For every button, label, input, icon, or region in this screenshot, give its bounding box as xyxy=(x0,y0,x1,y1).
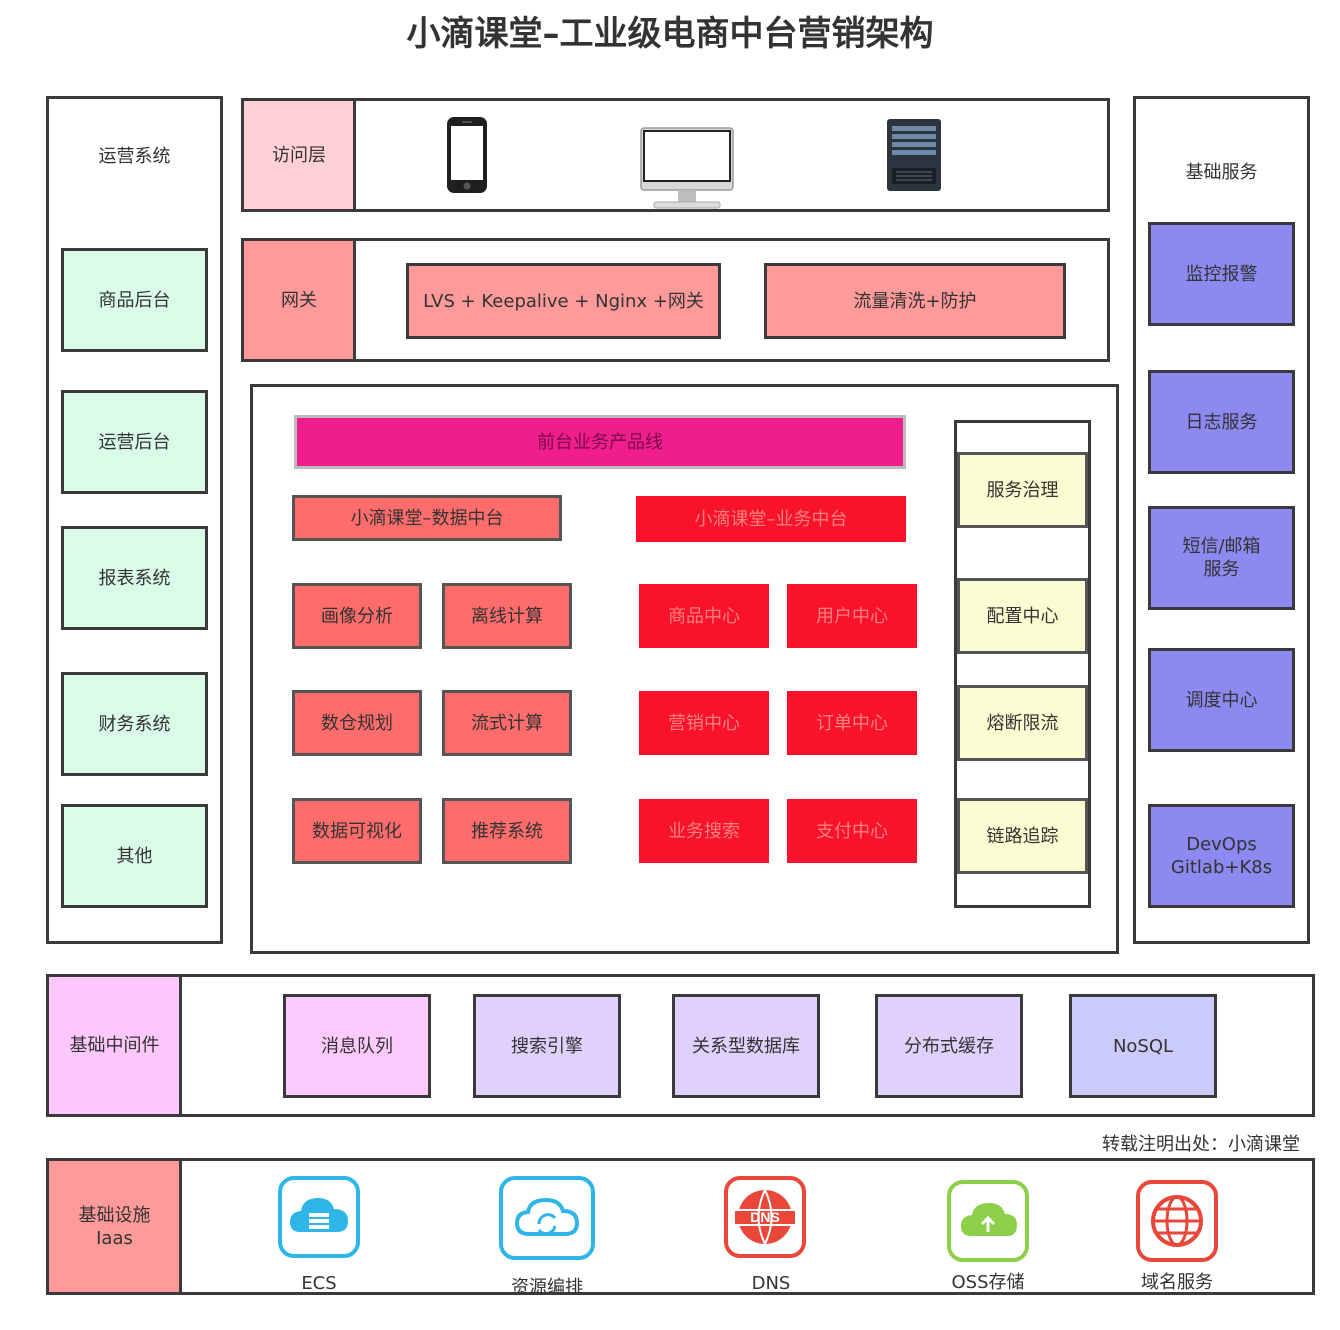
infra-label-oss: OSS存储 xyxy=(951,1272,1025,1293)
svg-text:DNS: DNS xyxy=(750,1209,780,1225)
biz-item-business-search[interactable]: 业务搜索 xyxy=(639,799,769,863)
business-platform-title[interactable]: 小滴课堂–业务中台 xyxy=(636,496,906,542)
ops-item-goods-admin[interactable]: 商品后台 xyxy=(61,248,208,352)
mw-relational-db[interactable]: 关系型数据库 xyxy=(672,994,820,1098)
gateway-lvs-nginx[interactable]: LVS + Keepalive + Nginx +网关 xyxy=(406,263,721,339)
biz-item-order-center[interactable]: 订单中心 xyxy=(787,691,917,755)
phone-icon xyxy=(446,116,488,194)
ops-item-report-system[interactable]: 报表系统 xyxy=(61,526,208,630)
service-logging[interactable]: 日志服务 xyxy=(1148,370,1295,474)
service-sms-email[interactable]: 短信/邮箱 服务 xyxy=(1148,506,1295,610)
reprint-note: 转载注明出处：小滴课堂 xyxy=(1102,1134,1300,1155)
cloud-upload-icon[interactable] xyxy=(947,1180,1029,1262)
server-icon xyxy=(886,118,942,192)
mw-search-engine[interactable]: 搜索引擎 xyxy=(473,994,621,1098)
operations-panel-header: 运营系统 xyxy=(98,145,171,167)
gov-service-governance[interactable]: 服务治理 xyxy=(957,452,1088,528)
infra-label-ecs: ECS xyxy=(301,1273,337,1294)
data-item-stream-compute[interactable]: 流式计算 xyxy=(442,690,572,756)
biz-item-user-center[interactable]: 用户中心 xyxy=(787,584,917,648)
data-item-warehouse[interactable]: 数仓规划 xyxy=(292,690,422,756)
operations-panel xyxy=(46,96,223,944)
biz-item-goods-center[interactable]: 商品中心 xyxy=(639,584,769,648)
cloud-sync-icon[interactable] xyxy=(499,1176,595,1260)
frontend-product-line[interactable]: 前台业务产品线 xyxy=(294,415,906,469)
base-services-header: 基础服务 xyxy=(1185,161,1258,183)
data-item-profiling[interactable]: 画像分析 xyxy=(292,583,422,649)
infrastructure-label: 基础设施 Iaas xyxy=(49,1161,180,1292)
infrastructure-row xyxy=(46,1158,1315,1295)
globe-icon[interactable] xyxy=(1136,1180,1218,1262)
data-item-recommendation[interactable]: 推荐系统 xyxy=(442,798,572,864)
service-devops[interactable]: DevOps Gitlab+K8s xyxy=(1148,804,1295,908)
ops-item-other[interactable]: 其他 xyxy=(61,804,208,908)
ops-item-finance-system[interactable]: 财务系统 xyxy=(61,672,208,776)
data-item-visualization[interactable]: 数据可视化 xyxy=(292,798,422,864)
mw-message-queue[interactable]: 消息队列 xyxy=(283,994,431,1098)
gov-circuit-breaker[interactable]: 熔断限流 xyxy=(957,685,1088,761)
ops-item-operations-admin[interactable]: 运营后台 xyxy=(61,390,208,494)
data-item-offline-compute[interactable]: 离线计算 xyxy=(442,583,572,649)
middleware-label: 基础中间件 xyxy=(49,977,180,1114)
gov-config-center[interactable]: 配置中心 xyxy=(957,578,1088,654)
dns-icon[interactable]: DNS xyxy=(724,1176,806,1258)
access-layer-label: 访问层 xyxy=(244,101,354,209)
service-scheduler[interactable]: 调度中心 xyxy=(1148,648,1295,752)
mw-nosql[interactable]: NoSQL xyxy=(1069,994,1217,1098)
mw-distributed-cache[interactable]: 分布式缓存 xyxy=(875,994,1023,1098)
biz-item-marketing-center[interactable]: 营销中心 xyxy=(639,691,769,755)
cloud-server-icon[interactable] xyxy=(278,1176,360,1258)
data-platform-title[interactable]: 小滴课堂–数据中台 xyxy=(292,495,562,541)
infra-label-dns: DNS xyxy=(751,1273,791,1294)
infra-label-orchestration: 资源编排 xyxy=(511,1277,583,1298)
gateway-label: 网关 xyxy=(244,241,354,359)
page-title: 小滴课堂–工业级电商中台营销架构 xyxy=(406,14,934,54)
service-monitoring-alert[interactable]: 监控报警 xyxy=(1148,222,1295,326)
gov-tracing[interactable]: 链路追踪 xyxy=(957,798,1088,874)
desktop-icon xyxy=(640,127,734,213)
biz-item-payment-center[interactable]: 支付中心 xyxy=(787,799,917,863)
infra-label-domain: 域名服务 xyxy=(1141,1272,1213,1293)
gateway-traffic-cleaning[interactable]: 流量清洗+防护 xyxy=(764,263,1066,339)
